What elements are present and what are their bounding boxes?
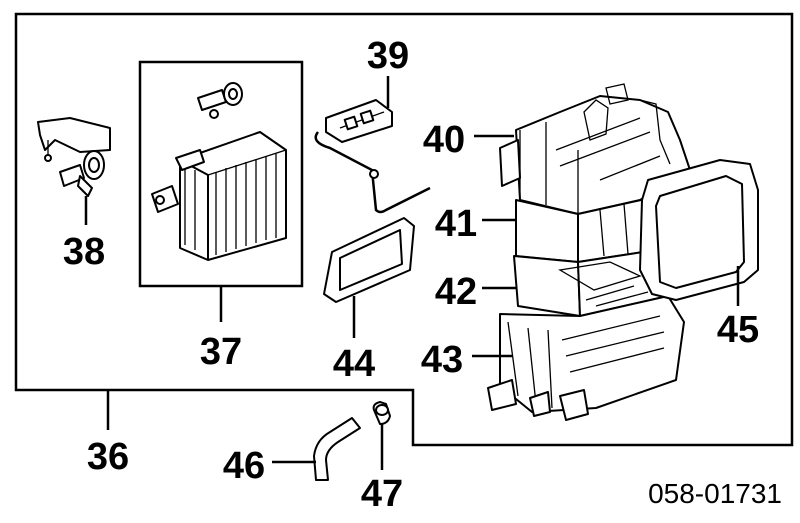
callout-37: 37	[200, 331, 242, 373]
callout-36: 36	[87, 436, 129, 478]
evaporator-core-illustration	[151, 82, 287, 261]
grommet-illustration	[372, 401, 391, 425]
expansion-valve-illustration	[37, 117, 111, 197]
gasket-44-illustration	[323, 217, 415, 303]
thermostat-sensor-illustration	[314, 99, 431, 214]
callout-40: 40	[423, 119, 465, 161]
callout-39: 39	[367, 35, 409, 77]
seal-frame-45-illustration	[639, 159, 759, 301]
callout-41: 41	[435, 203, 477, 245]
callout-42: 42	[435, 271, 477, 313]
callout-47: 47	[361, 473, 403, 515]
callout-43: 43	[421, 339, 463, 381]
callout-38: 38	[63, 231, 105, 273]
assembly-outline	[14, 12, 794, 447]
drain-hose-illustration	[313, 417, 361, 481]
callout-45: 45	[717, 309, 759, 351]
callout-46: 46	[223, 445, 265, 487]
callout-44: 44	[333, 343, 375, 385]
diagram-code: 058-01731	[648, 478, 782, 509]
